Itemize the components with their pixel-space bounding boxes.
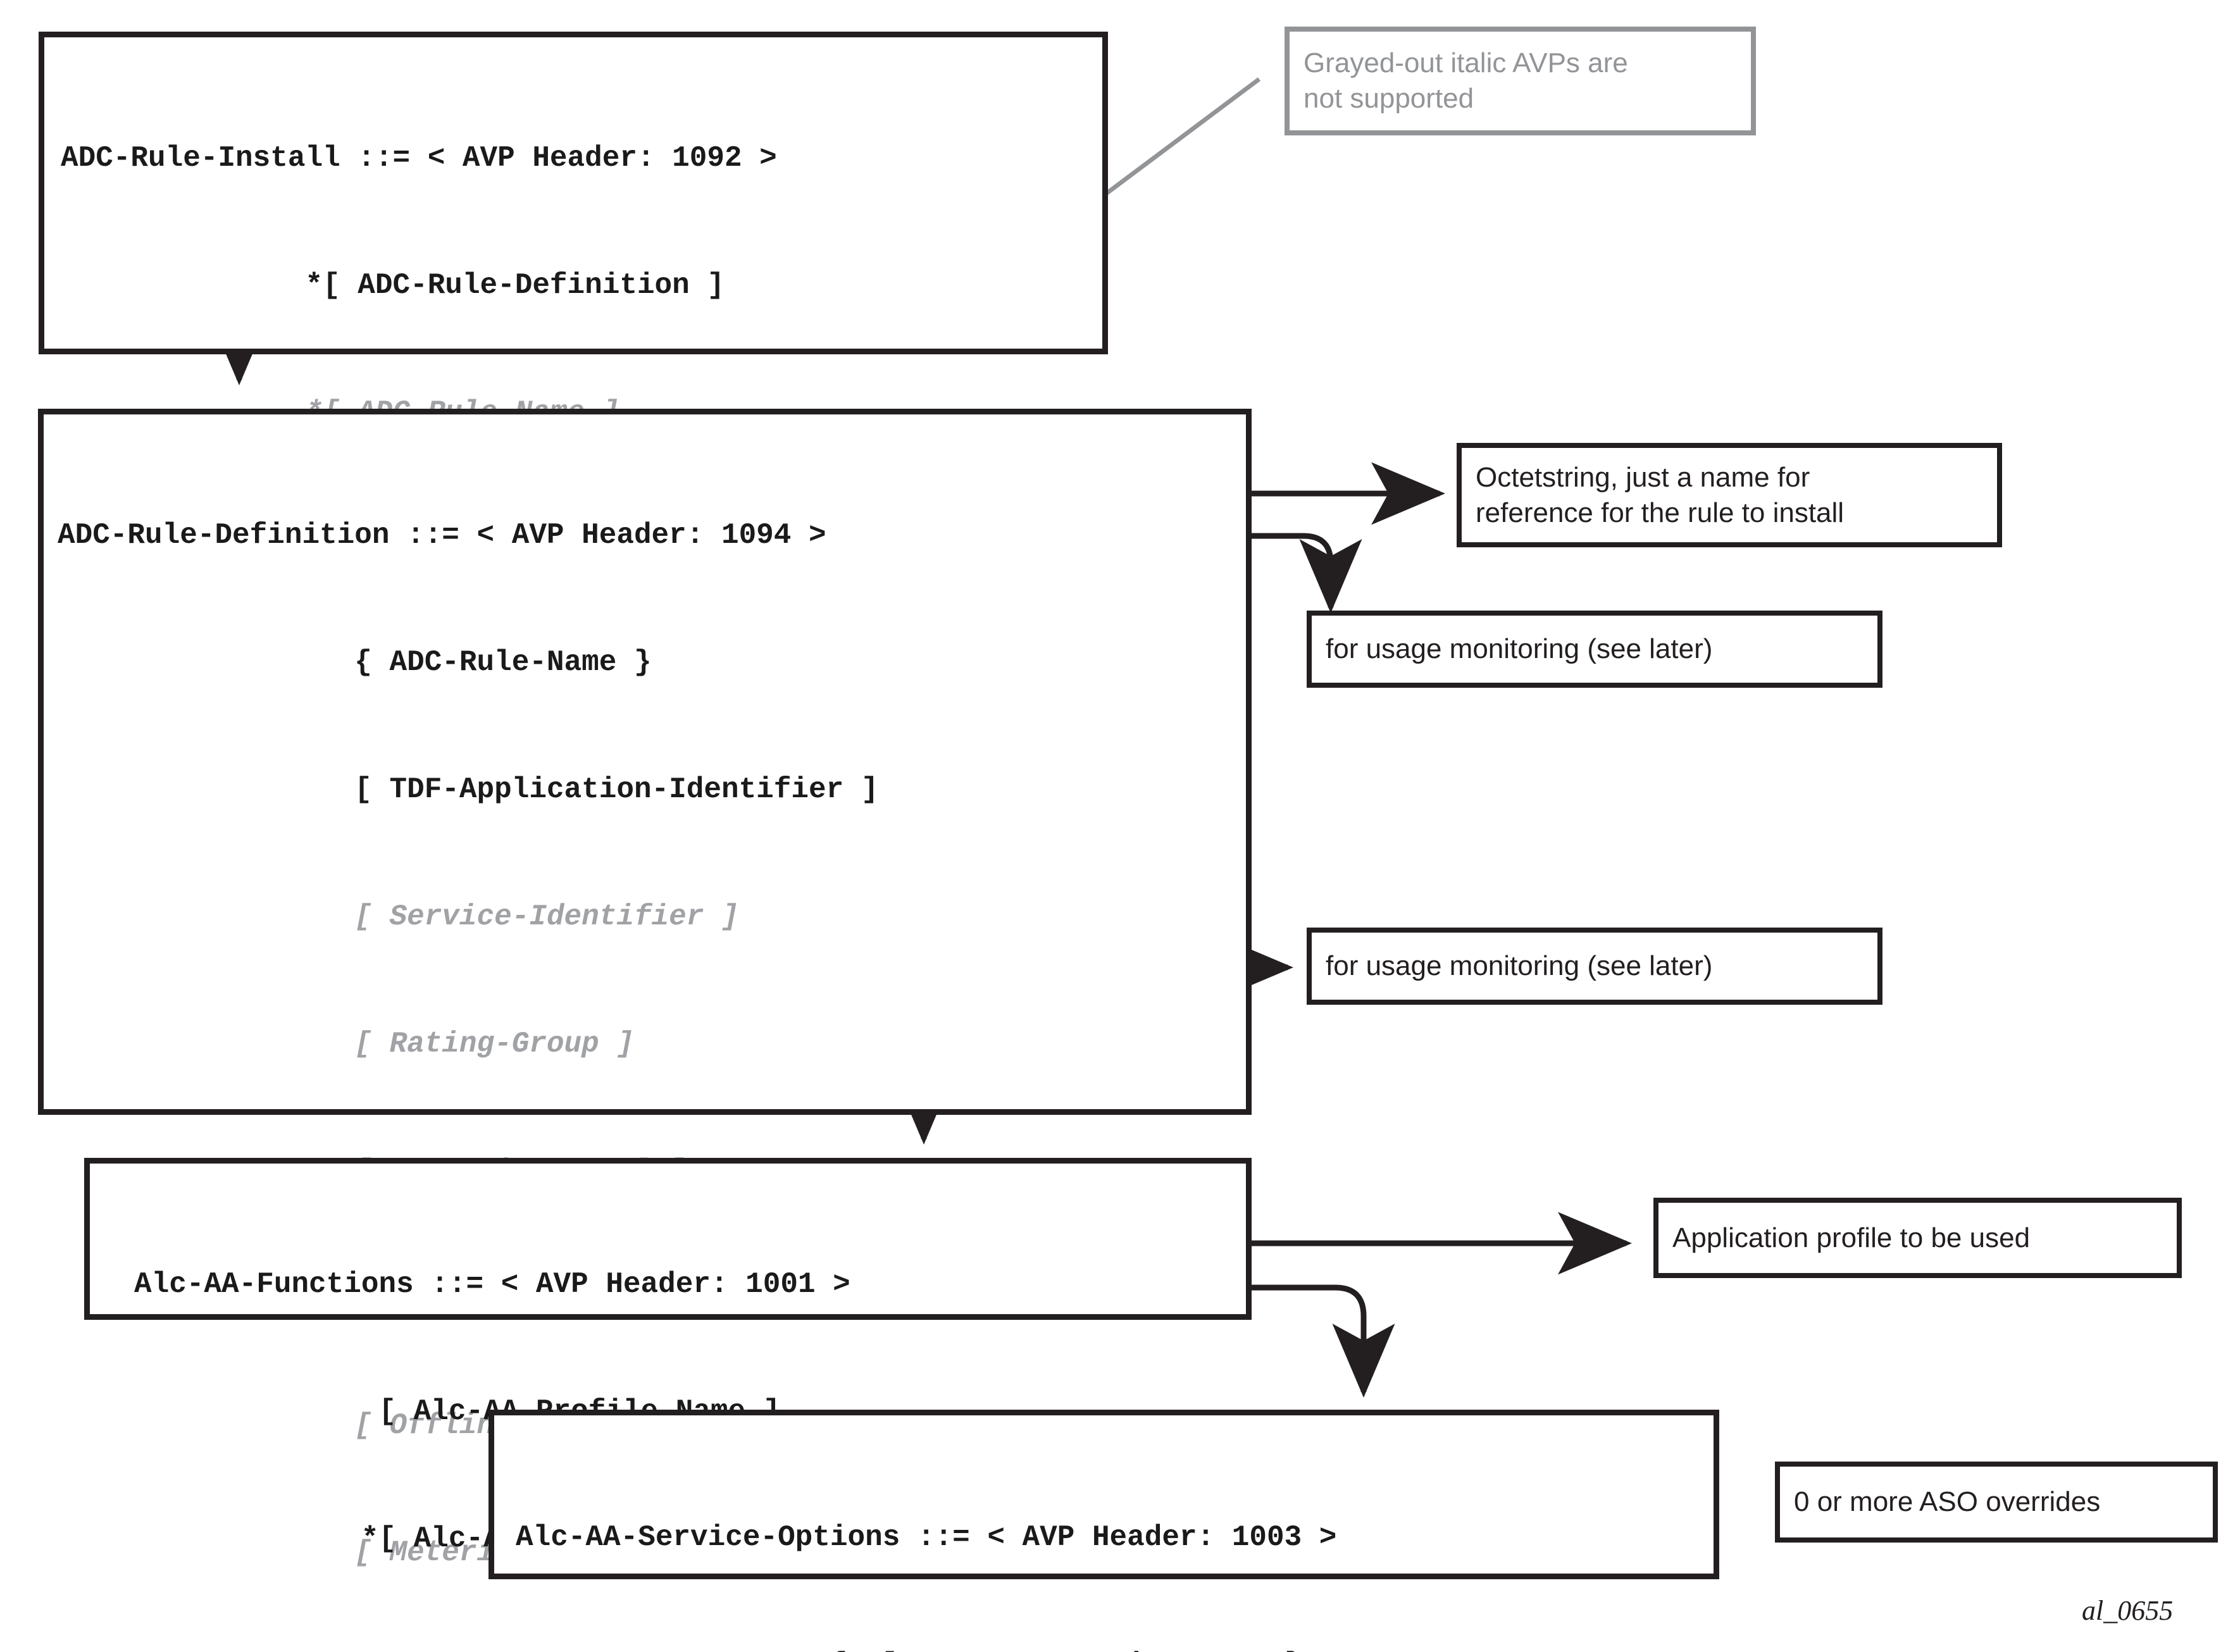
avp-line-adc-rule-name-req: { ADC-Rule-Name } [58,646,652,679]
note-usage-monitoring-tdf-text: for usage monitoring (see later) [1326,633,1713,664]
note-application-profile-text: Application profile to be used [1672,1222,2031,1253]
note-octetstring-line1: Octetstring, just a name for [1476,461,1810,493]
alc-aa-service-options-lines: Alc-AA-Service-Options ::= < AVP Header:… [494,1415,1714,1652]
avp-line-functions-header: Alc-AA-Functions ::= < AVP Header: 1001 … [134,1268,850,1301]
avp-line-definition-header: ADC-Rule-Definition ::= < AVP Header: 10… [58,519,826,552]
avp-line-serv-option-name: { Alc-AA-Serv-Option-Name } [516,1644,1714,1652]
note-grayed-out-avps: Grayed-out italic AVPs are not supported [1285,27,1756,135]
note-usage-monitoring-key: for usage monitoring (see later) [1307,928,1882,1005]
note-usage-monitoring-key-text: for usage monitoring (see later) [1326,950,1713,981]
avp-line-adc-rule-definition: *[ ADC-Rule-Definition ] [61,269,725,302]
note-grayed-out-line2: not supported [1304,83,1474,114]
avp-line-tdf-application-id: [ TDF-Application-Identifier ] [58,773,879,806]
avp-line-service-options-header: Alc-AA-Service-Options ::= < AVP Header:… [516,1521,1337,1554]
note-grayed-out-line1: Grayed-out italic AVPs are [1304,47,1628,78]
box-adc-rule-install: ADC-Rule-Install ::= < AVP Header: 1092 … [39,32,1108,938]
note-usage-monitoring-tdf: for usage monitoring (see later) [1307,611,1882,688]
avp-line-rating-group: [ Rating-Group ] [58,1028,634,1060]
note-grayed-out-text: Grayed-out italic AVPs are not supported [1304,46,1628,116]
box-alc-aa-service-options: Alc-AA-Service-Options ::= < AVP Header:… [488,1410,1719,1652]
note-aso-overrides: 0 or more ASO overrides [1775,1462,2218,1543]
avp-line-install-header: ADC-Rule-Install ::= < AVP Header: 1092 … [61,142,777,175]
note-aso-overrides-text: 0 or more ASO overrides [1794,1486,2101,1517]
box-adc-rule-definition: ADC-Rule-Definition ::= < AVP Header: 10… [38,409,1252,1569]
avp-line-service-identifier: [ Service-Identifier ] [58,900,739,933]
note-application-profile: Application profile to be used [1653,1198,2182,1278]
note-octetstring-line2: reference for the rule to install [1476,497,1845,528]
note-octetstring: Octetstring, just a name for reference f… [1457,443,2002,547]
note-octetstring-text: Octetstring, just a name for reference f… [1476,460,1844,531]
box-alc-aa-functions: Alc-AA-Functions ::= < AVP Header: 1001 … [84,1158,1252,1555]
connector-tdf-to-usage-monitoring [1240,533,1362,613]
figure-caption: al_0655 [2082,1595,2174,1626]
